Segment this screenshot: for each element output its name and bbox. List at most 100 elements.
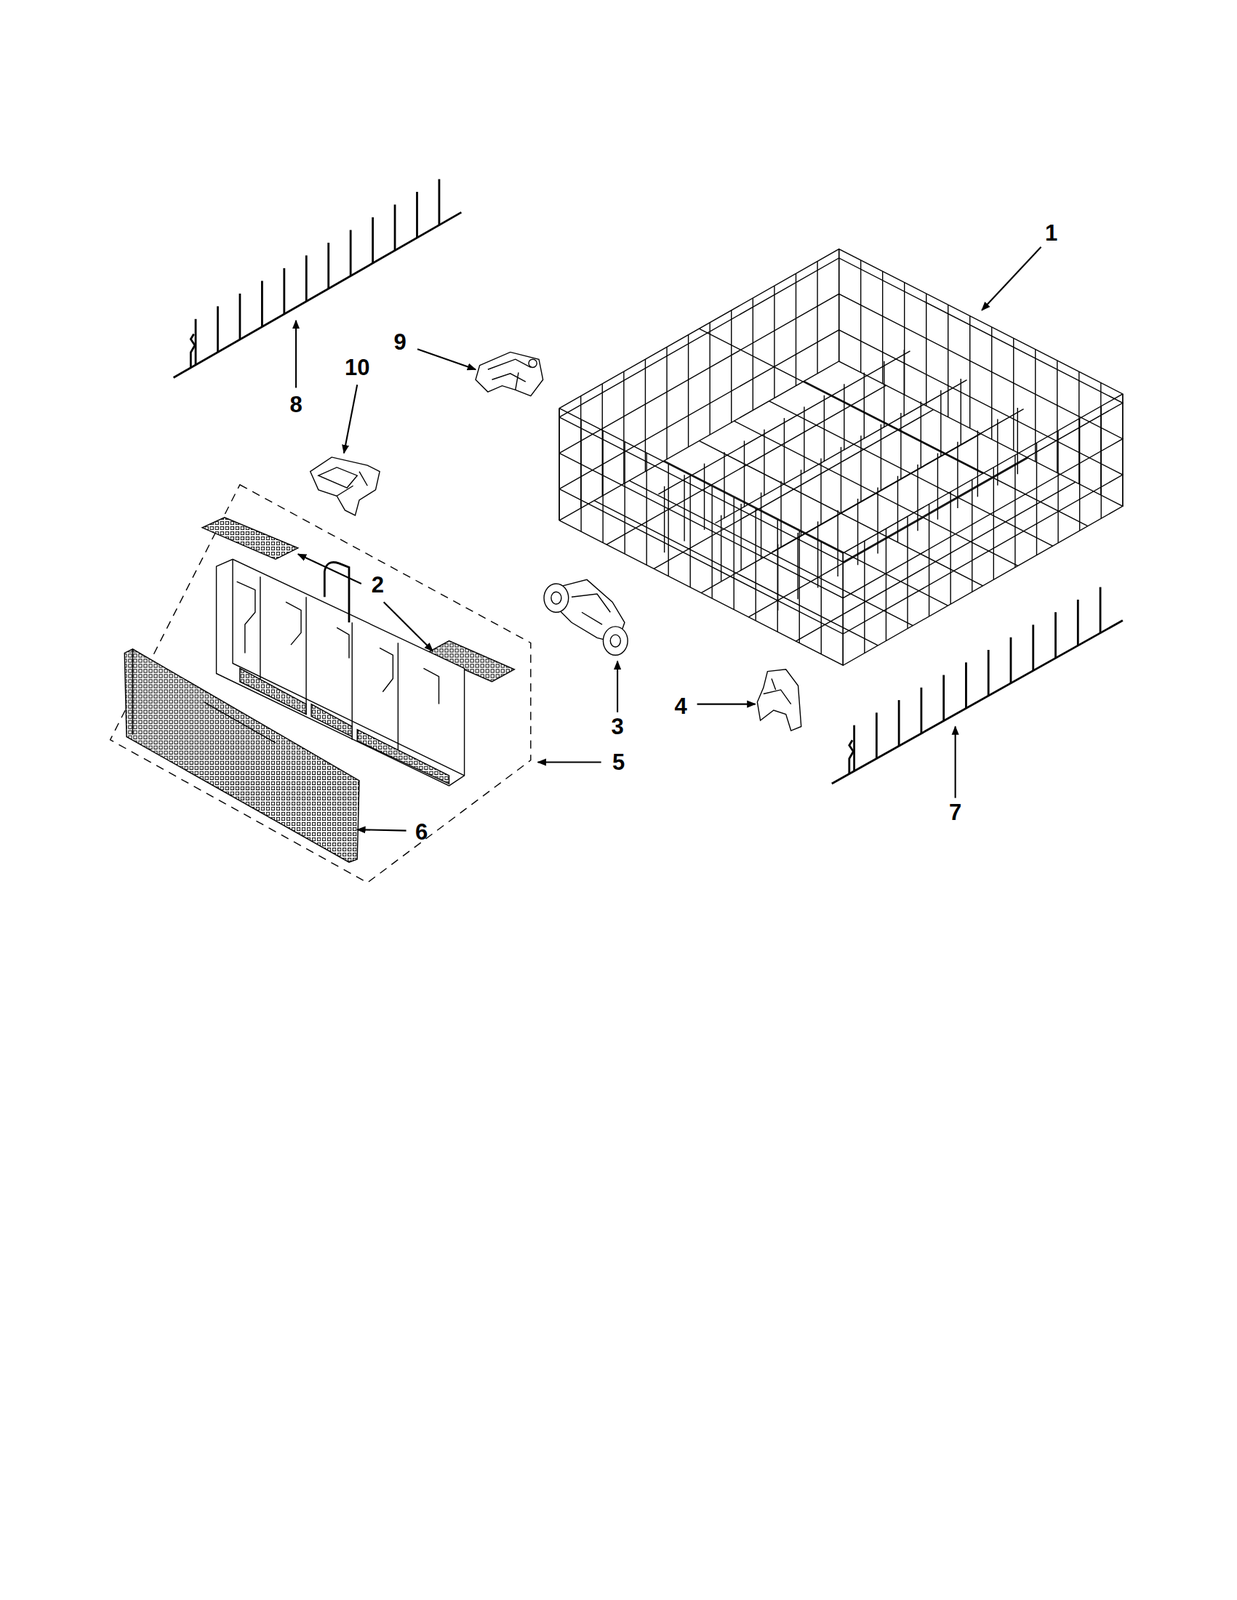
rack-wire [1013,338,1014,451]
rack-wire [949,492,951,605]
rack-wire [763,429,765,496]
basket-cover-edge [132,649,275,744]
rack-wire [1122,394,1123,507]
rack-wire [897,476,899,543]
rack-wire [666,346,667,459]
rack-wire [837,510,838,577]
tine-strip-wire [831,620,1123,784]
rack-wire [703,463,705,531]
rack-wire [977,430,979,497]
rack-wire [777,544,779,611]
rack-wire [817,521,819,588]
rack-wire [687,335,689,448]
rack-wire [863,372,865,439]
rack-wire [799,530,800,643]
rack-wire [698,328,983,474]
rack-wire [823,395,825,462]
group-outline [110,485,531,883]
tine-strip-wire [1099,587,1102,634]
rack-wire [645,359,646,472]
rack-wire [969,316,971,429]
tine-strip-wire [898,700,901,747]
rack-stop [757,669,801,731]
rack-wire [559,293,1123,598]
rack-wire [821,542,822,655]
rack-wire [653,409,934,569]
rack-wire [842,553,844,666]
rack-wire [903,349,905,416]
tine-strip-wire [965,662,968,709]
tine-strip-wire [173,212,462,378]
rack-roller [543,579,628,656]
tine-strip-wire [1031,624,1035,671]
rack-wire [816,261,818,374]
rack-wire [803,406,805,473]
rack-wire [623,371,624,484]
rack-wire [842,553,844,666]
rack-wire [559,330,1123,635]
rack-wire [580,419,582,532]
tine-strip-wire [849,740,854,774]
tine-strip-wire [371,217,374,264]
tine-strip-wire [875,712,878,759]
callout-number: 4 [674,695,687,718]
rack-wire [1122,394,1123,507]
rack-wire [860,260,862,373]
tine-strip-wire [942,675,945,722]
callout-number: 7 [949,801,962,824]
rack-wire [602,430,603,543]
tine-strip-wire [394,204,397,251]
rack-wire [843,383,845,451]
callout-number: 8 [289,392,302,416]
tine-strip-wire [1010,637,1013,684]
rack-wire [1057,430,1059,543]
rack-wire [743,440,745,507]
tine-strip-wire [305,255,308,302]
rack-wire [885,528,887,641]
rack-wire [1056,360,1058,473]
rack-wire [925,293,927,406]
rack-wire [800,469,802,536]
callout-number: 10 [344,356,370,379]
rack-wire [1078,371,1080,484]
rack-wire [883,361,885,428]
callout-number: 6 [415,820,428,843]
rack-wire [877,487,878,554]
tine-strip-wire [261,280,264,327]
rack-wire [906,516,908,629]
tine-strip-wire [327,242,330,289]
rack-wire [689,475,691,588]
rack-wire [1100,383,1102,496]
rack-wire [733,497,734,610]
callout-number: 5 [612,751,625,774]
tine-strip-wire [853,725,856,772]
rack-wire [783,418,785,485]
tine-strip-wire [349,229,352,276]
callout-number: 9 [394,330,407,354]
callout-number: 1 [1045,221,1058,244]
rack-wire [740,503,742,571]
rack-wire [838,249,840,362]
rack-wire [917,464,918,531]
rack-wire [773,285,775,398]
rack-wire [1014,455,1016,568]
tine-strip-wire [438,178,441,225]
leader-lines [295,247,1042,832]
tine-strip-wire [1077,599,1080,646]
tine-strip-wire [194,319,198,366]
rack-wire [730,310,732,423]
rack-wire [683,474,685,542]
rack-wire [755,509,757,622]
rack-wire [645,453,647,566]
rack-wire [752,298,754,411]
rack-wire [711,486,712,599]
rack-wire [991,327,992,440]
rack-wire [559,258,1123,563]
dish-rack [559,249,1123,667]
rack-wire [820,458,822,526]
rack-wire [558,408,560,521]
rack-wire [940,390,942,457]
rack-wire [880,424,882,491]
tine-strip-wire [239,293,242,340]
